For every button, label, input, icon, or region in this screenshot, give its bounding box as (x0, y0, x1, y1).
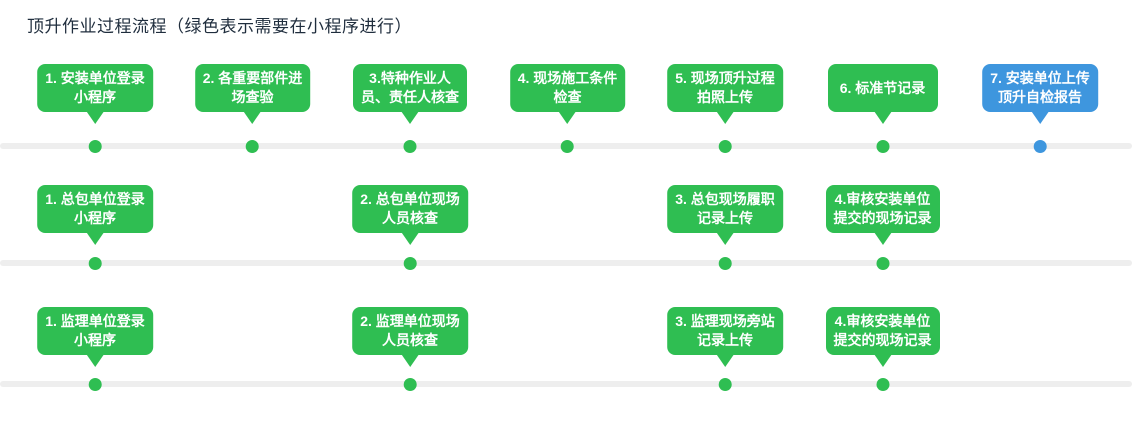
step-bubble: 1. 总包单位登录 小程序 (37, 185, 153, 233)
timeline-dot (718, 140, 732, 153)
step-bubble: 4. 现场施工条件 检查 (509, 64, 626, 112)
step-bubble: 2. 各重要部件进 场查验 (194, 64, 311, 112)
step-row-1-3: 3.特种作业人 员、责任人核查 (353, 64, 467, 153)
step-row-3-1: 1. 监理单位登录 小程序 (37, 307, 153, 391)
step-row-3-2: 2. 监理单位现场 人员核查 (352, 307, 468, 391)
callout-pointer-icon (715, 111, 734, 124)
step-row-1-6: 6. 标准节记录 (827, 64, 938, 153)
timeline-dot (876, 257, 889, 270)
step-bubble: 2. 总包单位现场 人员核查 (352, 185, 468, 233)
timeline-dot (88, 378, 102, 391)
callout-pointer-icon (715, 232, 734, 245)
step-bubble: 4.审核安装单位 提交的现场记录 (825, 185, 940, 233)
callout-pointer-icon (558, 111, 577, 124)
callout-pointer-icon (401, 111, 419, 124)
callout-pointer-icon (85, 111, 104, 124)
timeline-dot (1033, 140, 1047, 153)
timeline-dot (403, 378, 417, 391)
timeline-dot (245, 140, 259, 153)
step-row-3-4: 4.审核安装单位 提交的现场记录 (825, 307, 940, 391)
timeline-dot (876, 140, 889, 153)
callout-pointer-icon (873, 111, 892, 124)
callout-pointer-icon (873, 232, 892, 245)
timeline-dot (560, 140, 574, 153)
step-row-1-5: 5. 现场顶升过程 拍照上传 (667, 64, 783, 153)
step-bubble: 3.特种作业人 员、责任人核查 (353, 64, 467, 112)
timeline-dot (403, 257, 417, 270)
step-row-1-1: 1. 安装单位登录 小程序 (37, 64, 153, 153)
step-row-2-4: 4.审核安装单位 提交的现场记录 (825, 185, 940, 270)
step-bubble: 5. 现场顶升过程 拍照上传 (667, 64, 783, 112)
callout-pointer-icon (85, 232, 104, 245)
step-row-1-2: 2. 各重要部件进 场查验 (194, 64, 311, 153)
step-bubble: 1. 安装单位登录 小程序 (37, 64, 153, 112)
callout-pointer-icon (1030, 111, 1049, 124)
step-bubble: 6. 标准节记录 (827, 64, 938, 112)
step-bubble: 3. 总包现场履职 记录上传 (667, 185, 783, 233)
timeline-dot (876, 378, 889, 391)
step-bubble: 2. 监理单位现场 人员核查 (352, 307, 468, 355)
step-row-2-2: 2. 总包单位现场 人员核查 (352, 185, 468, 270)
step-row-1-7: 7. 安装单位上传 顶升自检报告 (982, 64, 1098, 153)
callout-pointer-icon (85, 354, 104, 367)
step-row-2-1: 1. 总包单位登录 小程序 (37, 185, 153, 270)
page-title: 顶升作业过程流程（绿色表示需要在小程序进行） (27, 17, 412, 36)
timeline-dot (403, 140, 417, 153)
timeline-dot (88, 257, 102, 270)
timeline-dot (88, 140, 102, 153)
timeline-dot (718, 257, 732, 270)
step-row-3-3: 3. 监理现场旁站 记录上传 (667, 307, 783, 391)
timeline-track (0, 381, 1132, 387)
step-bubble: 3. 监理现场旁站 记录上传 (667, 307, 783, 355)
callout-pointer-icon (243, 111, 262, 124)
step-bubble: 1. 监理单位登录 小程序 (37, 307, 153, 355)
timeline-track (0, 260, 1132, 266)
callout-pointer-icon (400, 354, 419, 367)
timeline-row-1: 1. 安装单位登录 小程序 2. 各重要部件进 场查验 3.特种作业人 员、责任人核… (0, 64, 1140, 158)
step-row-1-4: 4. 现场施工条件 检查 (509, 64, 626, 153)
callout-pointer-icon (873, 354, 892, 367)
step-bubble: 4.审核安装单位 提交的现场记录 (825, 307, 940, 355)
step-bubble: 7. 安装单位上传 顶升自检报告 (982, 64, 1098, 112)
timeline-row-3: 1. 监理单位登录 小程序 2. 监理单位现场 人员核查 3. 监理现场旁站 记录上… (0, 307, 1140, 396)
callout-pointer-icon (715, 354, 734, 367)
timeline-row-2: 1. 总包单位登录 小程序 2. 总包单位现场 人员核查 3. 总包现场履职 记录上… (0, 185, 1140, 275)
timeline-dot (718, 378, 732, 391)
step-row-2-3: 3. 总包现场履职 记录上传 (667, 185, 783, 270)
callout-pointer-icon (400, 232, 419, 245)
